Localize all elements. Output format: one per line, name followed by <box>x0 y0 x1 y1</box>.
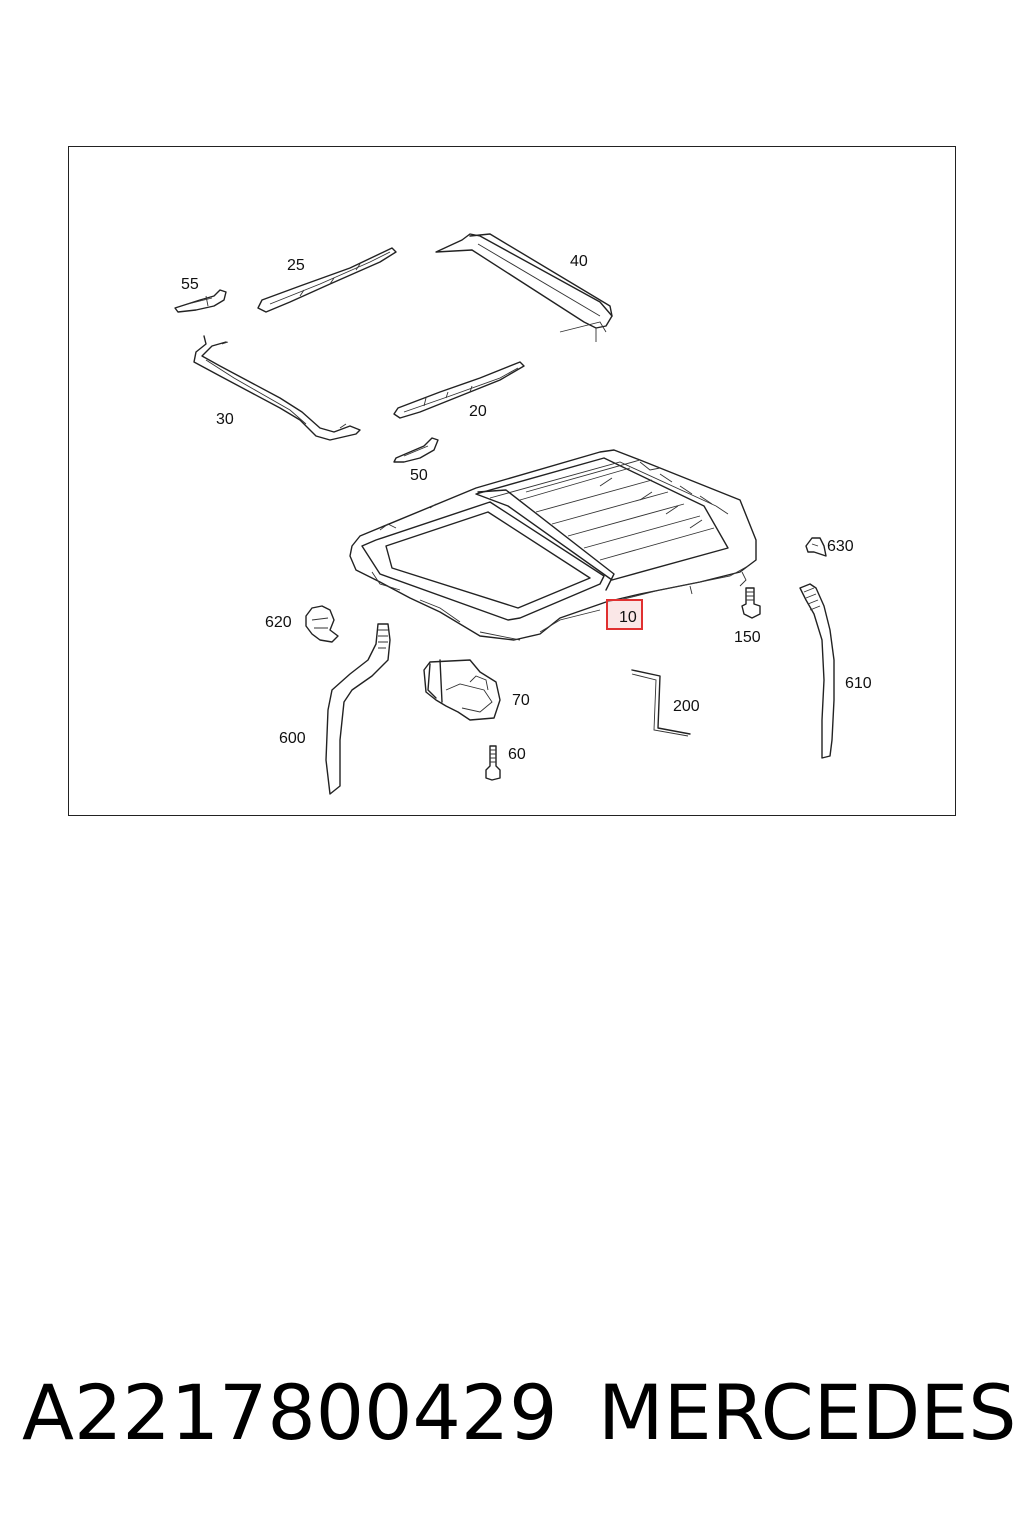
part-55-clip <box>174 289 227 313</box>
part-620-bracket <box>305 605 339 643</box>
part-610-drain-hose <box>799 583 835 759</box>
part-60-screw <box>485 745 501 781</box>
callout-630[interactable]: 630 <box>827 538 854 555</box>
callout-40[interactable]: 40 <box>570 253 588 270</box>
part-30-seal <box>193 335 361 441</box>
part-10-sunroof-frame <box>349 449 757 641</box>
callout-150[interactable]: 150 <box>734 629 761 646</box>
part-600-drain-hose <box>325 623 391 795</box>
highlight-box-10 <box>606 599 643 630</box>
part-70-motor <box>423 659 501 721</box>
callout-50[interactable]: 50 <box>410 467 428 484</box>
callout-30[interactable]: 30 <box>216 411 234 428</box>
callout-55[interactable]: 55 <box>181 276 199 293</box>
part-50-lever <box>393 437 439 463</box>
part-number: A2217800429 <box>22 1368 558 1457</box>
callout-600[interactable]: 600 <box>279 730 306 747</box>
callout-60[interactable]: 60 <box>508 746 526 763</box>
caption: A2217800429 MERCEDES <box>22 1368 1016 1468</box>
part-150-bolt <box>741 587 761 619</box>
callout-70[interactable]: 70 <box>512 692 530 709</box>
callout-20[interactable]: 20 <box>469 403 487 420</box>
part-20-guide-rail <box>393 361 525 419</box>
brand-name: MERCEDES <box>598 1368 1017 1457</box>
part-25-guide-rail <box>257 247 397 313</box>
callout-620[interactable]: 620 <box>265 614 292 631</box>
part-630-clip <box>805 537 827 557</box>
part-40-wind-deflector <box>435 233 613 342</box>
callout-10[interactable]: 10 <box>619 609 637 626</box>
callout-200[interactable]: 200 <box>673 698 700 715</box>
part-200-key <box>631 669 691 737</box>
callout-25[interactable]: 25 <box>287 257 305 274</box>
callout-610[interactable]: 610 <box>845 675 872 692</box>
